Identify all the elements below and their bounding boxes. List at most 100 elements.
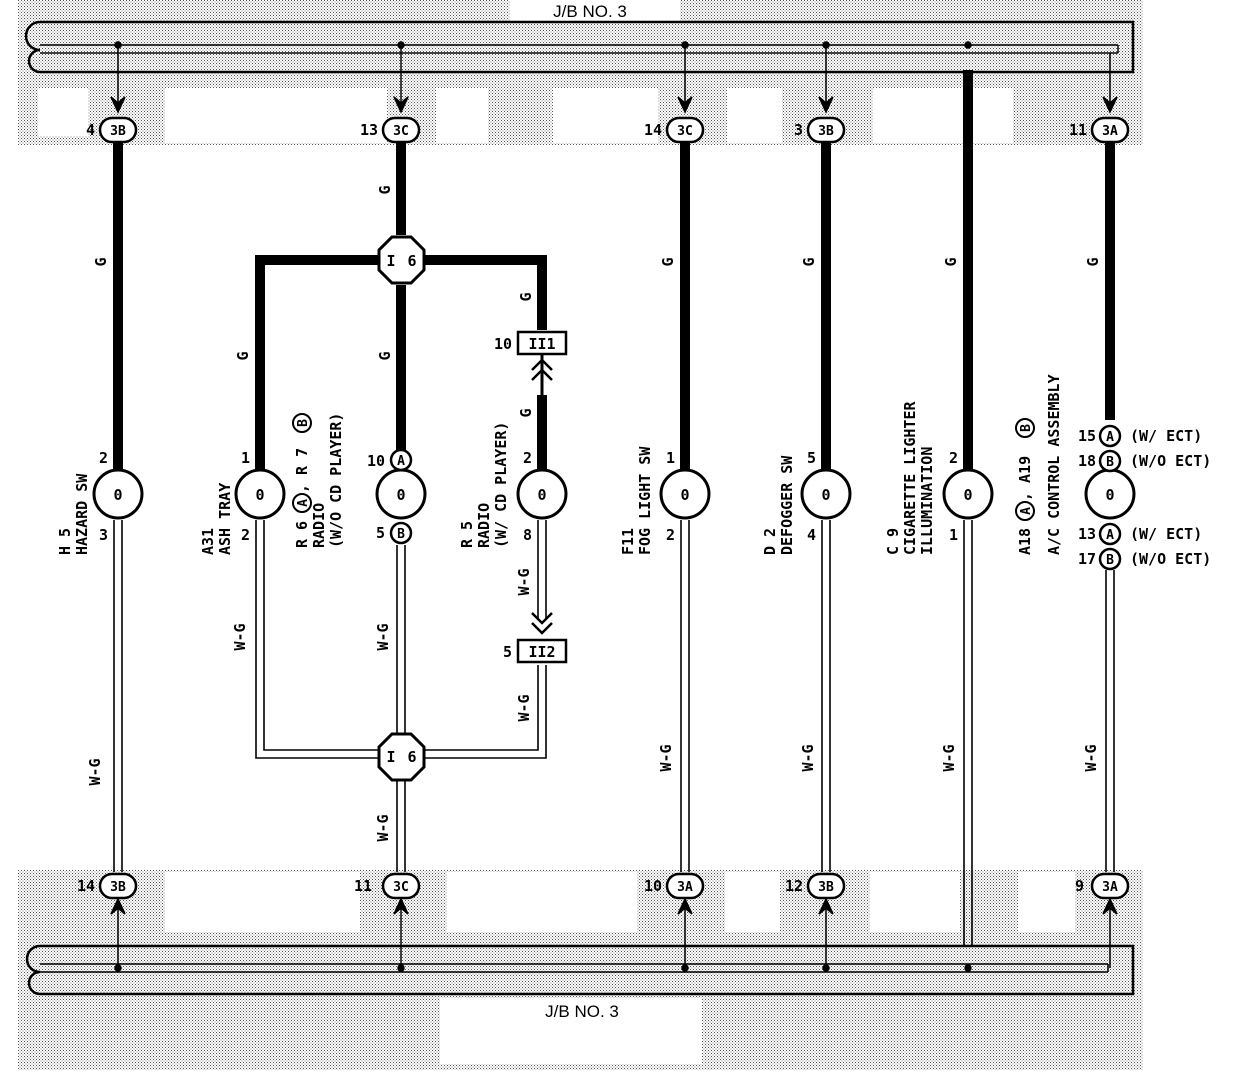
component-labels: H 5 HAZARD SW A 3 1 ASH TRAY R 6 A , R 7 B…: [56, 374, 1063, 555]
svg-text:3C: 3C: [677, 124, 693, 139]
ash-name: ASH TRAY: [216, 483, 234, 555]
svg-text:1: 1: [666, 449, 675, 467]
svg-text:10: 10: [494, 335, 512, 353]
arrow-down-icon: [677, 96, 693, 114]
arrow-up-icon: [1102, 897, 1118, 915]
wg-wires: [113, 520, 1115, 946]
svg-text:(W/ ECT): (W/ ECT): [1130, 427, 1202, 445]
svg-text:W-G: W-G: [1082, 744, 1100, 771]
svg-text:B: B: [397, 527, 405, 542]
shaded-regions: [18, 0, 1143, 1070]
svg-text:3B: 3B: [818, 880, 834, 895]
jb-bottom-label: J/B NO. 3: [545, 1002, 619, 1021]
svg-text:II1: II1: [528, 335, 555, 353]
svg-text:14: 14: [644, 121, 662, 139]
top-terminal-3c-14: 3C 14: [644, 116, 705, 144]
arrow-up-icon: [818, 897, 834, 915]
radio1-line1: RADIO: [310, 503, 328, 548]
svg-text:5: 5: [503, 643, 512, 661]
svg-text:B: B: [296, 419, 311, 427]
svg-text:3C: 3C: [393, 124, 409, 139]
g-wires: [113, 70, 1115, 470]
svg-text:0: 0: [821, 486, 830, 504]
bulb-icon: [92, 468, 1136, 520]
arrow-up-icon: [677, 897, 693, 915]
svg-text:G: G: [92, 257, 110, 266]
svg-text:G: G: [234, 351, 252, 360]
svg-text:1: 1: [949, 526, 958, 544]
svg-text:0: 0: [396, 486, 405, 504]
svg-text:G: G: [942, 257, 960, 266]
bottom-terminal-3b-12: 3B 12: [785, 872, 846, 900]
bottom-terminal-3c-11: 3C 11: [354, 872, 421, 900]
svg-text:3A: 3A: [1102, 124, 1118, 139]
radio2-code: R 5: [458, 521, 476, 548]
svg-text:W-G: W-G: [940, 744, 958, 771]
svg-text:A: A: [1019, 507, 1034, 515]
svg-text:I: I: [386, 252, 395, 270]
svg-text:I: I: [386, 748, 395, 766]
arrow-up-icon: [393, 897, 409, 915]
fog-name: FOG LIGHT SW: [636, 446, 654, 555]
top-terminal-3b-4: 3B 4: [86, 116, 138, 144]
svg-text:4: 4: [807, 526, 816, 544]
svg-text:3B: 3B: [110, 880, 126, 895]
wire-color-labels: G G G G G G G G G G W-G W-G W-G W-G W-G …: [86, 185, 1102, 841]
svg-text:R 6: R 6: [293, 521, 311, 548]
svg-text:, R 7: , R 7: [293, 448, 311, 493]
svg-text:A: A: [397, 454, 405, 469]
svg-text:W-G: W-G: [515, 694, 533, 721]
svg-text:0: 0: [680, 486, 689, 504]
svg-text:6: 6: [407, 252, 416, 270]
hazard-name: HAZARD SW: [73, 473, 91, 555]
svg-text:W-G: W-G: [86, 758, 104, 785]
svg-text:G: G: [659, 257, 677, 266]
svg-text:, A19: , A19: [1016, 456, 1034, 501]
svg-text:3: 3: [99, 526, 108, 544]
defogger-name: DEFOGGER SW: [778, 455, 796, 555]
top-terminal-3c-13: 3C 13: [360, 116, 421, 144]
svg-text:5: 5: [376, 524, 385, 542]
svg-text:6: 6: [407, 748, 416, 766]
fog-code: F11: [619, 528, 637, 555]
radio2-line1: RADIO: [475, 503, 493, 548]
svg-text:W-G: W-G: [231, 623, 249, 650]
svg-text:(W/O ECT): (W/O ECT): [1130, 452, 1211, 470]
radio2-line2: (W/ CD PLAYER): [492, 422, 510, 548]
svg-text:G: G: [800, 257, 818, 266]
svg-text:12: 12: [785, 877, 803, 895]
bottom-terminal-3b-14: 3B 14: [77, 872, 138, 900]
cigar-line2: ILLUMINATION: [918, 447, 936, 555]
svg-text:3B: 3B: [110, 124, 126, 139]
svg-text:2: 2: [99, 449, 108, 467]
cigar-line1: CIGARETTE LIGHTER: [901, 401, 919, 555]
svg-text:13: 13: [360, 121, 378, 139]
svg-text:4: 4: [86, 121, 95, 139]
radio1-pin-connectors: A B: [389, 448, 413, 545]
svg-text:13: 13: [1078, 525, 1096, 543]
svg-text:15: 15: [1078, 427, 1096, 445]
svg-text:G: G: [517, 408, 535, 417]
svg-text:W-G: W-G: [799, 744, 817, 771]
arrow-down-icon: [110, 96, 126, 114]
svg-text:0: 0: [963, 486, 972, 504]
svg-text:0: 0: [113, 486, 122, 504]
connector-ii2: II2 5: [503, 612, 568, 664]
svg-text:10: 10: [367, 452, 385, 470]
svg-text:B: B: [1019, 424, 1034, 432]
junction-i6-top: I 6: [377, 235, 426, 285]
bulb-symbols: 0 0 0 0 0 0 0 0: [113, 486, 1114, 504]
connector-ii1: II1 10: [494, 330, 568, 395]
svg-text:0: 0: [537, 486, 546, 504]
pin-numbers: 2 3 1 2 10 5 2 8 1 2 5 4 2 1: [99, 449, 958, 544]
bottom-bus-bar: [25, 944, 1135, 996]
svg-text:G: G: [1084, 257, 1102, 266]
svg-text:W-G: W-G: [374, 623, 392, 650]
svg-text:5: 5: [807, 449, 816, 467]
svg-text:0: 0: [255, 486, 264, 504]
top-terminal-3a-11: 3A 11: [1069, 116, 1130, 144]
hazard-code: H 5: [56, 528, 74, 555]
svg-text:18: 18: [1078, 452, 1096, 470]
